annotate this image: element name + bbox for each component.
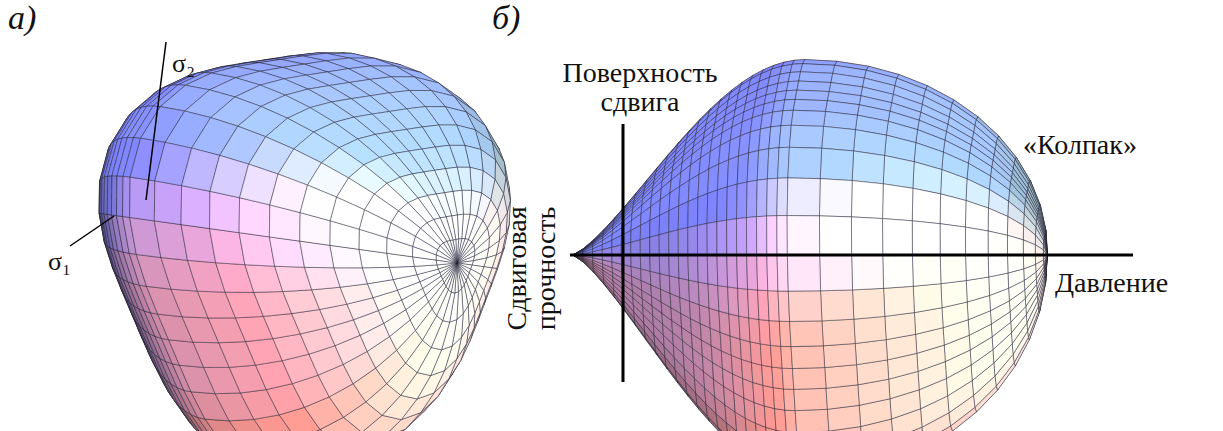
surface-patch (1044, 235, 1047, 255)
surface-patch (1044, 255, 1047, 273)
surface-patch (436, 250, 457, 263)
surface-patch (470, 190, 482, 216)
surface-patch (1044, 255, 1047, 275)
surface-patch (389, 266, 417, 279)
surface-patch (457, 240, 472, 263)
surface-patch (269, 237, 304, 267)
surface-patch (1044, 255, 1047, 270)
surface-patch (413, 236, 438, 255)
surface-patch (117, 176, 124, 217)
surface-patch (470, 167, 483, 193)
surface-patch (123, 176, 131, 217)
surface-patch (300, 185, 336, 221)
surface-patch (304, 267, 340, 290)
surface-patch (1043, 241, 1047, 255)
surface-patch (1044, 238, 1048, 255)
surface-3d-view (99, 53, 510, 431)
surface-patch (359, 210, 391, 238)
surface-patch (612, 245, 622, 255)
surface-patch (1043, 245, 1047, 255)
surface-patch (181, 186, 210, 229)
surface-patch (753, 430, 765, 431)
surface-patch (1044, 255, 1048, 267)
surface-patch (111, 176, 117, 216)
surface-patch (154, 181, 181, 225)
surface-patch (799, 72, 833, 83)
surface-patch (130, 177, 155, 221)
surface-patch (210, 191, 240, 232)
surface-patch (387, 223, 415, 246)
surface-patch (1044, 236, 1047, 255)
